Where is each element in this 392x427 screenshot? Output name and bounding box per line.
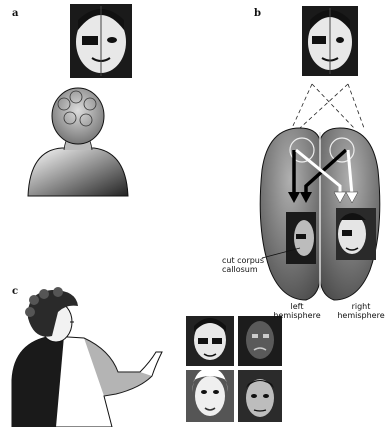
left-hemisphere-label: left hemisphere [270, 302, 324, 320]
person-pointing-icon [12, 287, 162, 427]
right-hemisphere-label: right hemisphere [334, 302, 388, 320]
person-back-view-icon [28, 88, 128, 196]
face-photo-man [238, 370, 282, 422]
face-photo-glasses [186, 316, 234, 366]
chimeric-face-icon [302, 6, 358, 76]
face-photo-woman [186, 368, 234, 422]
brain-top-view-icon [260, 128, 380, 300]
chimeric-face-icon [70, 4, 132, 78]
face-photo-dark [238, 316, 282, 366]
visual-field-lines [292, 84, 364, 128]
cut-corpus-callosum-label: cut corpus callosum [222, 256, 268, 274]
